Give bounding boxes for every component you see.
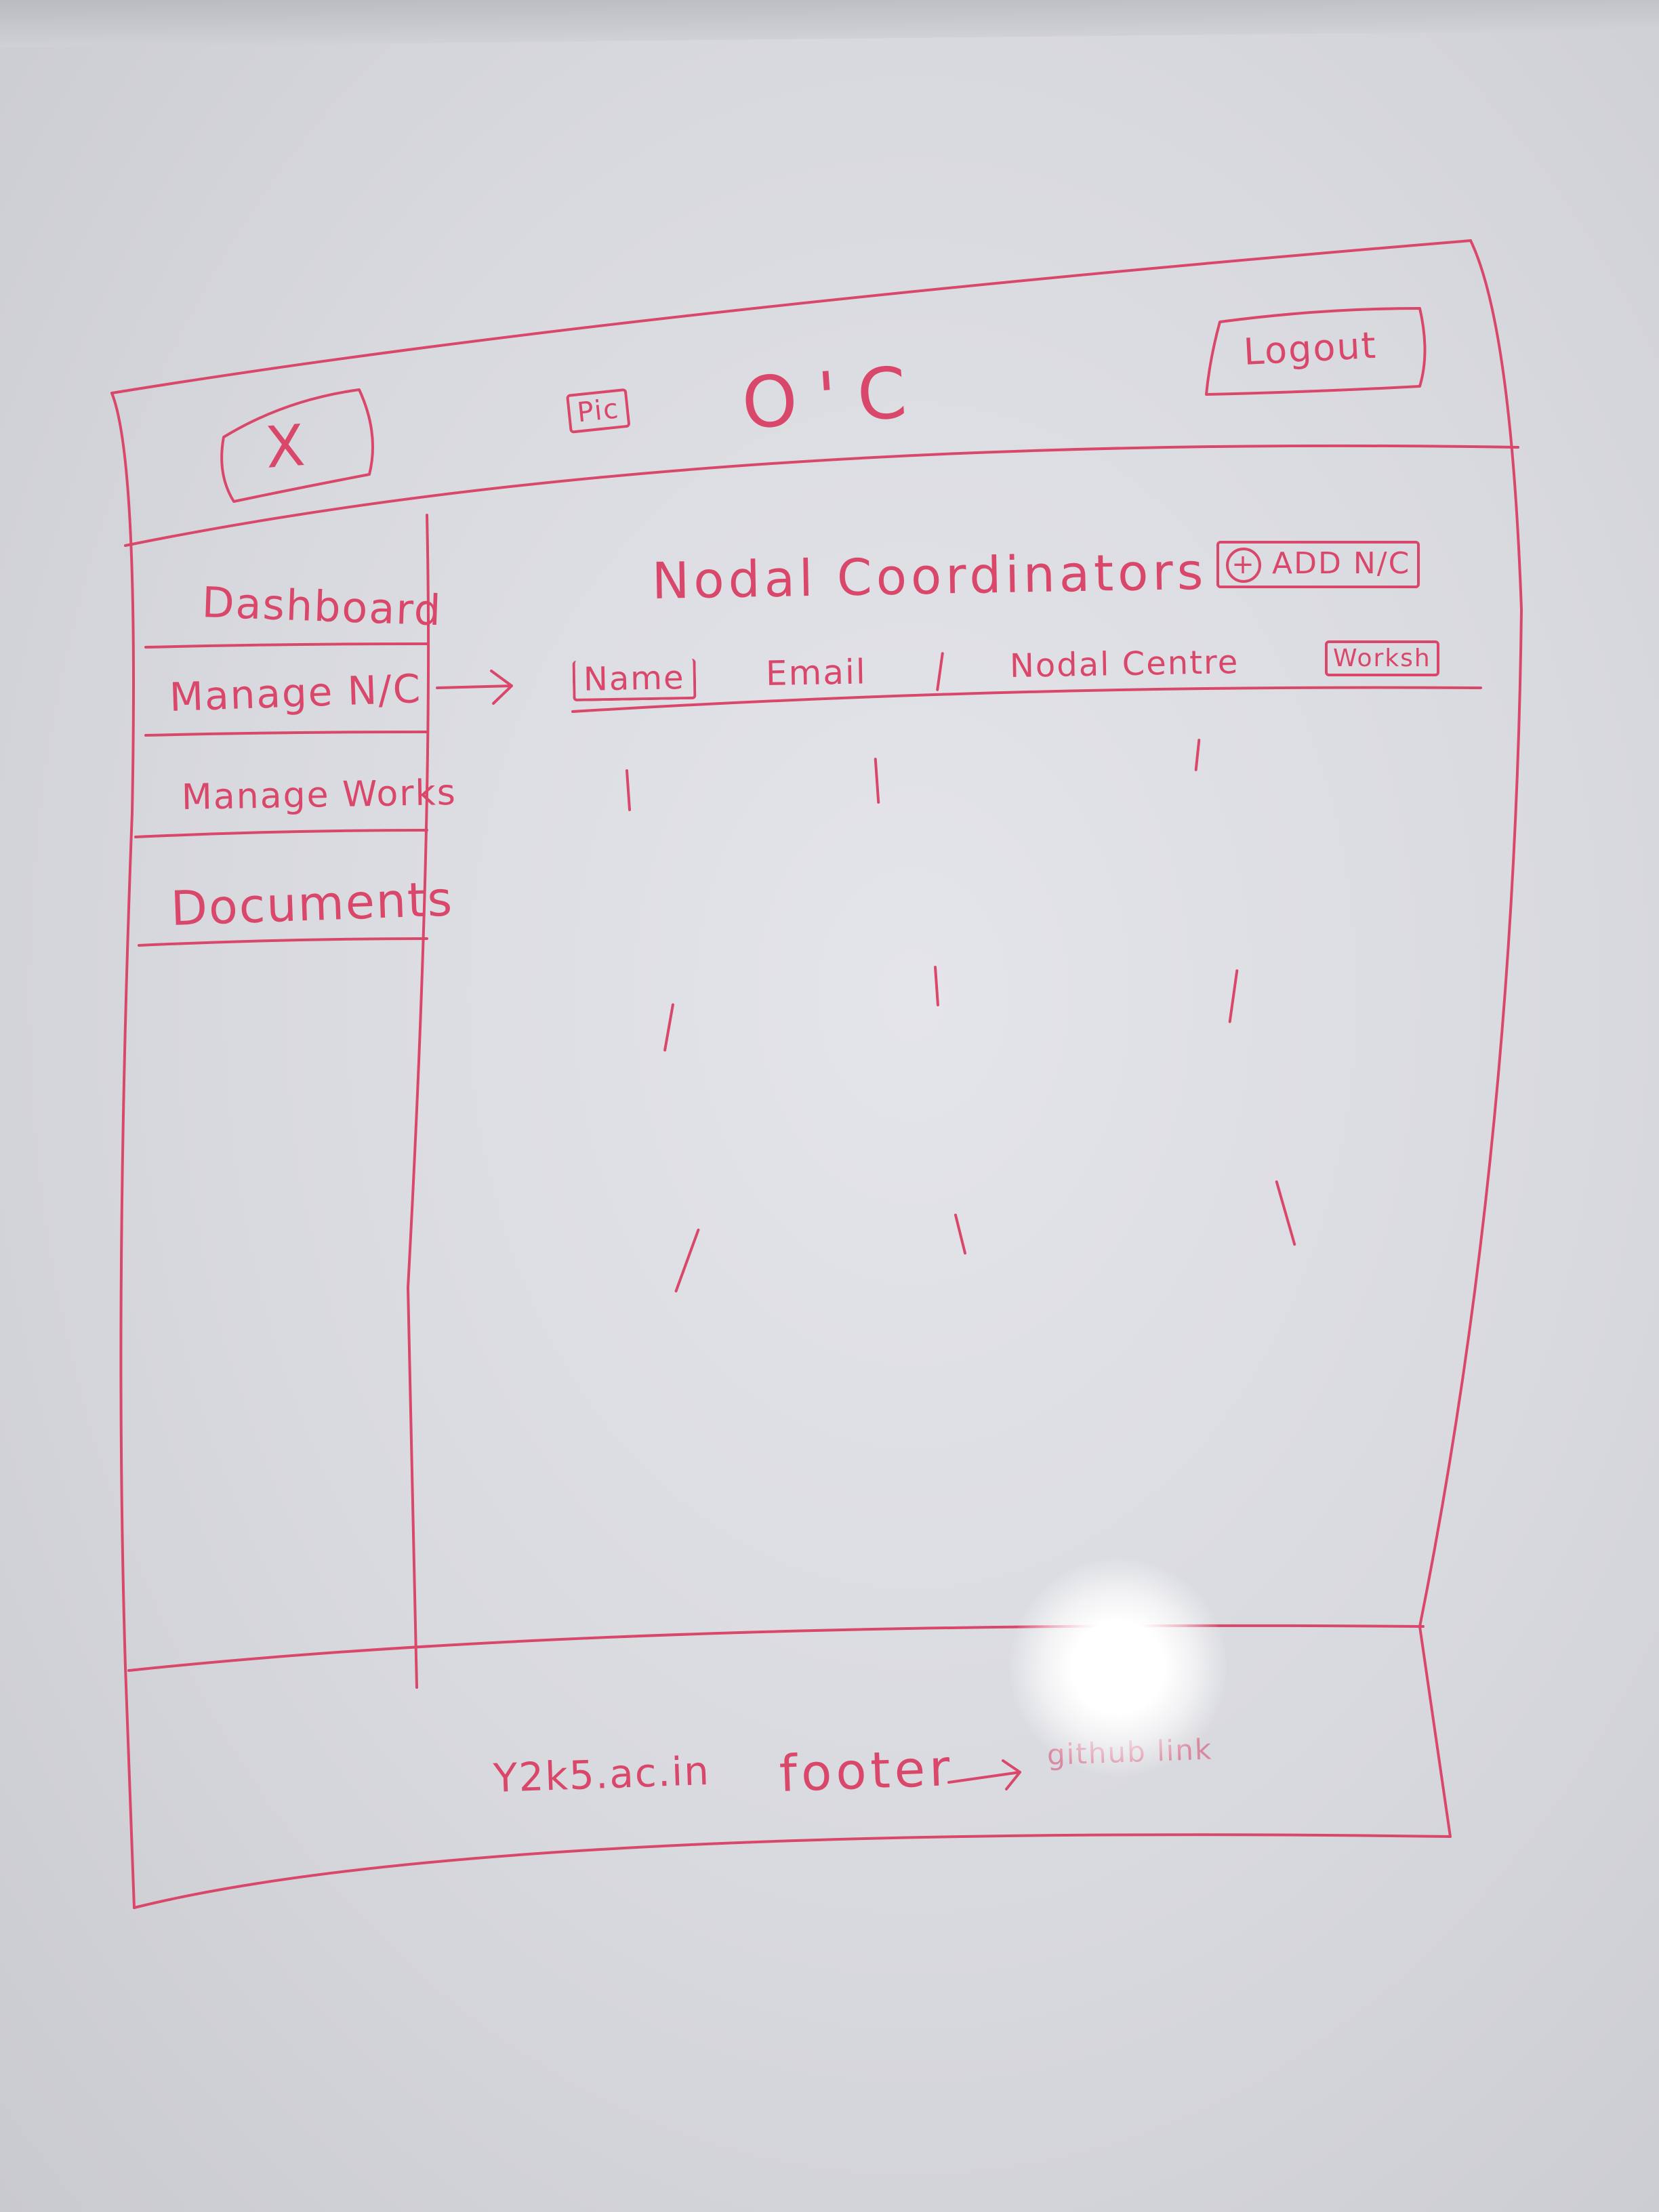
footer-arrow-line — [947, 1759, 1021, 1790]
sidebar-separator-2 — [144, 731, 428, 737]
footer-label: footer — [778, 1739, 955, 1803]
sidebar-item-dashboard[interactable]: Dashboard — [201, 577, 443, 635]
app-title: O'C — [739, 350, 930, 445]
sidebar-item-label: Manage N/C — [168, 665, 423, 720]
column-header-nodal-centre[interactable]: Nodal Centre — [1009, 643, 1240, 685]
sidebar-item-label: Documents — [169, 871, 455, 937]
outer-frame-left — [110, 392, 136, 1909]
outer-frame-bottom — [133, 1833, 1452, 1909]
close-button[interactable]: X — [264, 412, 308, 481]
logout-label: Logout — [1242, 323, 1378, 373]
sidebar-arrow — [436, 670, 513, 705]
table-header-line — [571, 686, 1482, 713]
light-glare — [1010, 1559, 1227, 1776]
outer-frame-right — [1418, 239, 1523, 1838]
profile-pic[interactable]: Pic — [565, 388, 631, 434]
sidebar-separator-1 — [144, 642, 428, 649]
sidebar-item-manage-works[interactable]: Manage Works — [181, 773, 457, 818]
page-title: Nodal Coordinators — [651, 542, 1208, 611]
outer-frame-top — [110, 239, 1472, 394]
sidebar-item-documents[interactable]: Documents — [170, 871, 455, 937]
close-box — [220, 388, 374, 503]
header-divider — [124, 444, 1519, 547]
sidebar-item-manage-nc[interactable]: Manage N/C — [169, 665, 422, 720]
logout-box — [1205, 307, 1427, 396]
footer-site-link[interactable]: Y2k5.ac.in — [492, 1747, 711, 1801]
column-header-name[interactable]: Name — [572, 658, 697, 701]
add-nc-button[interactable]: + ADD N/C — [1216, 541, 1420, 588]
column-header-worksh[interactable]: Worksh — [1325, 640, 1439, 676]
footer-divider — [127, 1624, 1425, 1672]
close-icon: X — [263, 411, 308, 481]
pic-label: Pic — [575, 393, 621, 429]
add-nc-label: ADD N/C — [1272, 546, 1411, 581]
plus-circle-icon: + — [1226, 548, 1261, 583]
sidebar-separator-4 — [138, 937, 428, 947]
sidebar-item-label: Manage Works — [181, 772, 457, 818]
logout-button[interactable]: Logout — [1242, 324, 1378, 373]
sidebar-separator-3 — [134, 829, 428, 838]
column-header-email[interactable]: Email — [765, 652, 867, 693]
sidebar-item-label: Dashboard — [201, 577, 443, 636]
sidebar-divider — [407, 514, 430, 1689]
